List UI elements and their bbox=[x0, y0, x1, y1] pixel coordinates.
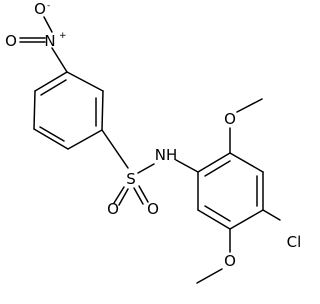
nitro-o-minus-charge: - bbox=[47, 1, 50, 11]
nitro-n-label: N bbox=[44, 32, 55, 50]
molecule-structure-diagram: N + O O - S O O NH bbox=[5, 0, 302, 284]
sulfonyl-o2-label: O bbox=[147, 200, 159, 218]
top-methoxy-o-label: O bbox=[224, 110, 236, 128]
amide-nh: NH bbox=[155, 146, 199, 173]
sulfonyl-s-label: S bbox=[126, 170, 136, 188]
chloro-substituent: Cl bbox=[262, 209, 302, 251]
amide-nh-label: NH bbox=[155, 146, 178, 164]
nitro-o-minus-label: O bbox=[34, 0, 46, 18]
chloro-label: Cl bbox=[287, 233, 302, 251]
sulfonyl-group: S O O bbox=[101, 129, 159, 218]
nitrophenyl-ring bbox=[33, 71, 104, 150]
nitro-o-double-label: O bbox=[5, 32, 17, 50]
nitro-n-charge: + bbox=[59, 31, 67, 41]
nitro-group: N + O O - bbox=[5, 0, 68, 73]
bottom-methoxy-o-label: O bbox=[224, 252, 236, 270]
top-methoxy-group: O bbox=[224, 98, 263, 154]
bottom-methoxy-group: O bbox=[196, 228, 236, 284]
chlorodimethoxyphenyl-ring bbox=[197, 152, 264, 230]
sulfonyl-o1-label: O bbox=[107, 200, 119, 218]
structure-svg: N + O O - S O O NH bbox=[5, 0, 302, 284]
